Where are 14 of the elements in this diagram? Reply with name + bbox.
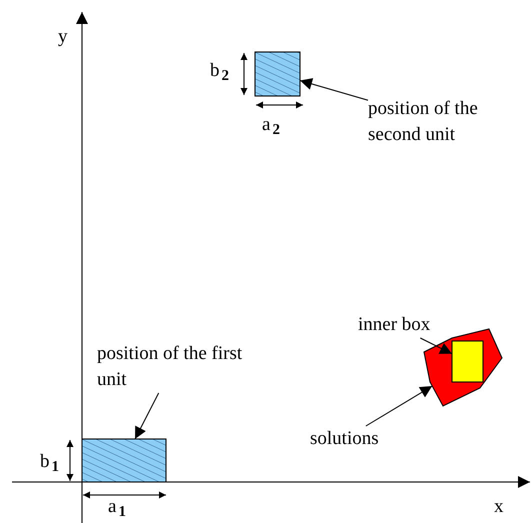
leader-arrow <box>300 78 368 101</box>
annotation-text: solutions <box>310 426 379 452</box>
axis-or-dimension-label: b$_{1}$ <box>40 451 59 477</box>
leader-arrow <box>134 392 160 440</box>
axis-or-dimension-label: b$_{2}$ <box>210 60 229 86</box>
axis-or-dimension-label: a$_{1}$ <box>108 496 126 522</box>
leader-arrow <box>420 338 452 354</box>
axis-or-dimension-label: x <box>494 496 504 518</box>
leader-arrow <box>365 386 433 426</box>
annotation-text: inner box <box>358 312 430 338</box>
axis-or-dimension-label: a$_{2}$ <box>262 114 280 140</box>
axis-or-dimension-label: y <box>58 26 68 48</box>
annotation-text: position of the second unit <box>368 96 518 148</box>
annotation-text: position of the first unit <box>97 341 247 393</box>
